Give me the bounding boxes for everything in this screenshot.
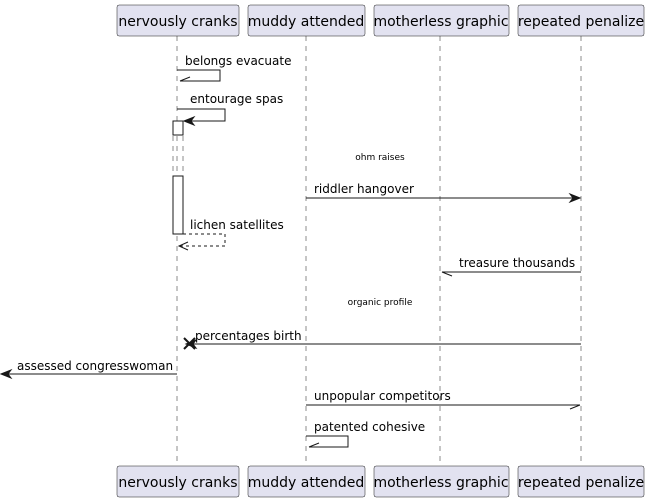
destroy-icon <box>183 337 196 350</box>
activation-bar <box>172 175 184 235</box>
activation-bar <box>172 120 184 136</box>
message-label: treasure thousands <box>459 256 575 270</box>
participant-top-muddy-attended: muddy attended <box>247 4 366 37</box>
message-assessed-congresswoman: assessed congresswoman <box>0 359 177 380</box>
participant-bottom-motherless-graphic: motherless graphic <box>373 465 510 498</box>
message-riddler-hangover: riddler hangover <box>306 182 582 204</box>
participant-label: motherless graphic <box>373 14 508 30</box>
message-label: assessed congresswoman <box>17 359 173 373</box>
arrow-head <box>308 442 320 448</box>
arrow-head <box>569 404 581 410</box>
arrow-head <box>179 76 191 82</box>
arrow-head <box>177 241 189 251</box>
participant-label: nervously cranks <box>118 14 237 30</box>
message-label: belongs evacuate <box>185 54 291 68</box>
participant-label: motherless graphic <box>373 475 508 491</box>
participant-label: repeated penalize <box>518 475 644 491</box>
participant-top-nervously-cranks: nervously cranks <box>116 4 240 37</box>
participant-bottom-repeated-penalize: repeated penalize <box>517 465 645 498</box>
participant-label: muddy attended <box>248 475 364 491</box>
participant-bottom-muddy-attended: muddy attended <box>247 465 366 498</box>
participant-top-repeated-penalize: repeated penalize <box>517 4 645 37</box>
arrow-head <box>0 368 13 380</box>
divider-label: organic profile <box>348 298 413 308</box>
arrow-head <box>568 192 582 204</box>
participant-label: repeated penalize <box>518 14 644 30</box>
message-label: percentages birth <box>195 329 302 343</box>
message-label: unpopular competitors <box>314 389 451 403</box>
participant-bottom-nervously-cranks: nervously cranks <box>116 465 240 498</box>
participant-label: muddy attended <box>248 14 364 30</box>
participant-top-motherless-graphic: motherless graphic <box>373 4 510 37</box>
message-label: lichen satellites <box>190 218 284 232</box>
message-label: riddler hangover <box>314 182 414 196</box>
message-belongs-evacuate: belongs evacuate <box>177 54 291 82</box>
arrow-head <box>182 115 196 127</box>
message-treasure-thousands: treasure thousands <box>441 256 581 277</box>
message-unpopular-competitors: unpopular competitors <box>306 389 581 410</box>
message-label: entourage spas <box>190 92 283 106</box>
arrow-head <box>441 271 453 277</box>
message-label: patented cohesive <box>314 420 425 434</box>
divider-label: ohm raises <box>355 153 405 163</box>
participant-label: nervously cranks <box>118 475 237 491</box>
message-patented-cohesive: patented cohesive <box>306 420 425 448</box>
message-entourage-spas: entourage spas <box>177 92 283 127</box>
message-percentages-birth: percentages birth <box>183 329 581 350</box>
message-lichen-satellites: lichen satellites <box>177 218 284 251</box>
